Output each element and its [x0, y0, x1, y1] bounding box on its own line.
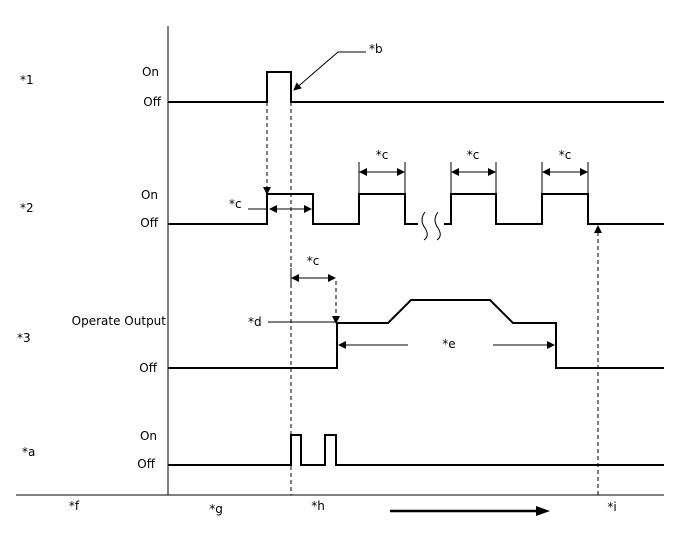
callout-b-label: *b [369, 42, 383, 56]
signal-1-low-label: Off [143, 95, 161, 109]
callout-e-label: *e [442, 337, 455, 351]
signal-3-waveform [168, 299, 664, 369]
signal-a-id: *a [22, 445, 35, 459]
signal-a-waveform [168, 434, 664, 466]
callout-c5-label: *c [307, 254, 320, 268]
callout-c1-label: *c [229, 197, 242, 211]
signal-a-low-label: Off [137, 457, 155, 471]
callout-b-leader [293, 51, 366, 91]
signal-2-id: *2 [20, 201, 34, 215]
signal-3-id: *3 [17, 331, 31, 345]
time-direction-arrowhead [536, 506, 550, 516]
signal-3-low-label: Off [139, 361, 157, 375]
callout-c2-label: *c [376, 148, 389, 162]
signal-1-waveform [168, 71, 664, 103]
axis-label-h: *h [311, 499, 325, 513]
signal-2-low-label: Off [140, 216, 158, 230]
signal-a-high-label: On [140, 429, 157, 443]
signal-2-break-mark-left [421, 211, 428, 241]
callout-d-label: *d [248, 315, 262, 329]
signal-3-high-label: Operate Output [72, 314, 167, 328]
callout-c3-label: *c [467, 148, 480, 162]
signal-1-id: *1 [20, 73, 34, 87]
signal-2-waveform-right [444, 193, 664, 225]
signal-1-high-label: On [142, 65, 159, 79]
signal-2-high-label: On [141, 188, 158, 202]
axis-label-g: *g [209, 502, 223, 516]
axis-label-f: *f [69, 499, 80, 513]
axis-label-i: *i [607, 500, 616, 514]
signal-2-break-mark-right [434, 211, 441, 241]
callout-c4-label: *c [559, 148, 572, 162]
